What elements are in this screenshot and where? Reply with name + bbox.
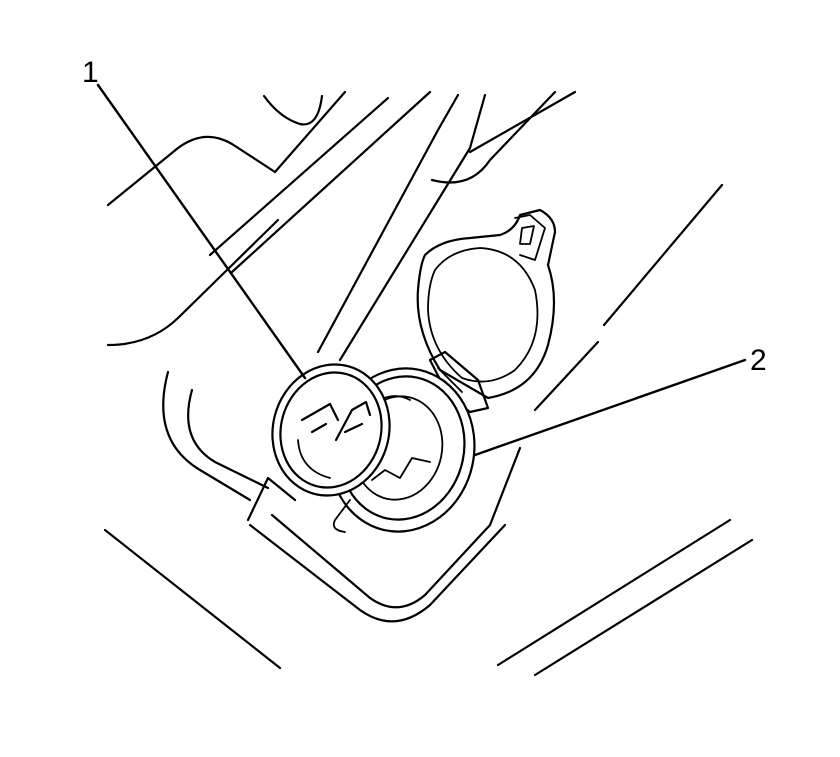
callout-2: 2 bbox=[750, 344, 767, 377]
hinged-cap bbox=[416, 208, 557, 414]
outlet-plug-cap bbox=[271, 363, 391, 497]
leader-line-1 bbox=[96, 83, 307, 380]
leader-lines bbox=[96, 83, 747, 457]
leader-line-2 bbox=[473, 358, 747, 457]
callout-1: 1 bbox=[82, 56, 99, 89]
vehicle-panel-lines bbox=[103, 90, 754, 677]
